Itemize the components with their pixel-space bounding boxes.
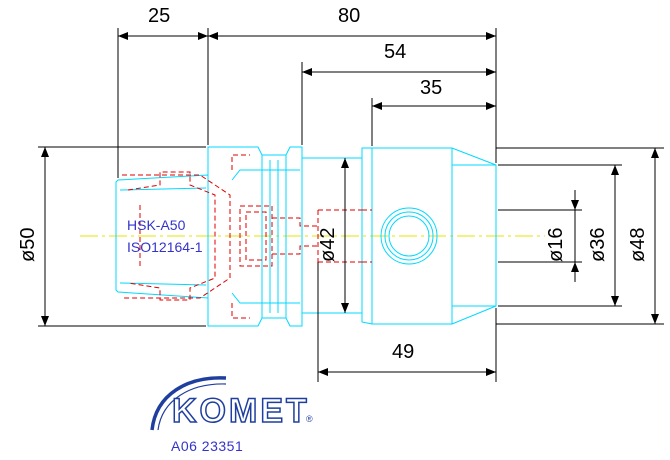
registered-mark: ®: [306, 414, 313, 424]
komet-logo: KOMET ®: [148, 372, 320, 434]
dim-49-text: 49: [392, 341, 414, 363]
dim-35-text: 35: [420, 77, 442, 99]
dim-80-text: 80: [338, 5, 360, 27]
dim-54-text: 54: [384, 41, 406, 63]
dimension-lines: [38, 28, 664, 382]
logo-wordmark: KOMET: [171, 392, 310, 430]
dim-dia16-text: ø16: [545, 228, 567, 262]
tool-outline: [115, 146, 497, 327]
interface-label-hsk: HSK-A50: [127, 217, 186, 233]
dim-25-text: 25: [148, 5, 170, 27]
dim-dia36-text: ø36: [587, 228, 609, 262]
article-code: A06 23351: [171, 438, 244, 454]
hidden-lines: [122, 154, 372, 319]
dim-dia48-text: ø48: [627, 228, 649, 262]
dim-dia50-text: ø50: [17, 228, 39, 262]
interface-label-iso: ISO12164-1: [127, 239, 203, 255]
dim-dia42-text: ø42: [317, 228, 339, 262]
logo-arc-icon: [150, 376, 227, 431]
